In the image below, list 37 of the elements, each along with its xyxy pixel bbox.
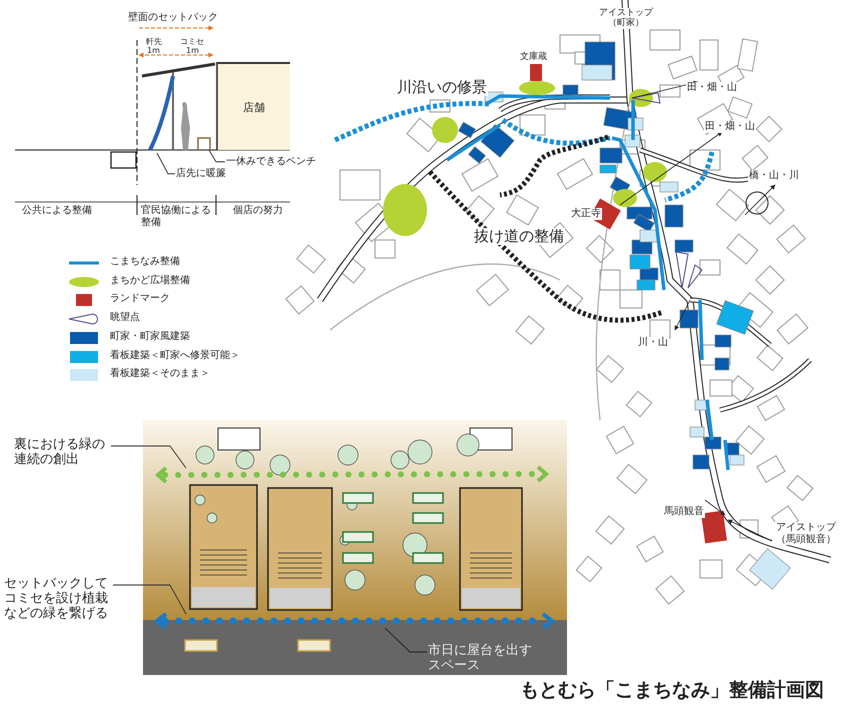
callout-text: 一休みできるベンチ xyxy=(226,156,316,168)
legend-text: まちかど広場整備 xyxy=(110,274,190,286)
legend-text: こまちなみ整備 xyxy=(110,256,180,268)
store-box xyxy=(216,62,290,150)
map-label: 川・山 xyxy=(637,337,669,348)
map-label: 田・畑・山 xyxy=(704,121,756,132)
legend-text: 町家・町家風建築 xyxy=(110,330,190,342)
map-label: 川沿いの修景 xyxy=(396,79,488,96)
legend-text: ランドマーク xyxy=(110,293,170,305)
diagram-title: もとむら「こまちなみ」整備計画図 xyxy=(520,680,824,702)
bench-drawing xyxy=(197,137,211,150)
map-label: 文庫蔵 xyxy=(519,52,548,62)
map-label: 田・畑・山 xyxy=(686,82,738,94)
dimension-value: 1m xyxy=(186,46,199,56)
zone-label: 官民協働による整備 xyxy=(141,205,211,228)
dimension-text: 軒先 xyxy=(146,37,162,46)
legend-text: 眺望点 xyxy=(110,312,140,324)
legend-text: 看板建築＜そのまま＞ xyxy=(110,368,210,380)
leader-line xyxy=(384,628,428,652)
map-label: 橋・山・川 xyxy=(748,170,800,182)
map-label: 抜け道の整備 xyxy=(473,228,565,246)
leader-line xyxy=(110,446,186,468)
dimension-text: 壁面のセットバック xyxy=(128,12,219,24)
leader-line xyxy=(156,152,176,174)
map-label: 馬頭観音 xyxy=(663,506,705,518)
zone-label: 個店の努力 xyxy=(233,205,283,216)
dimension-text: コミセ xyxy=(180,37,204,46)
map-label: 大正寺 xyxy=(570,208,602,220)
dimension-value: 1m xyxy=(147,46,160,56)
leader-line xyxy=(112,584,186,614)
zone-label: 公共による整備 xyxy=(22,205,92,216)
legend-text: 看板建築＜町家へ修景可能＞ xyxy=(110,350,240,361)
callout-text: セットバックしてコミセを設け植栽などの緑を繋げる xyxy=(4,577,112,622)
callout-text: 店先に暖簾 xyxy=(176,168,226,180)
leader-line xyxy=(208,150,226,162)
store-label: 店舗 xyxy=(243,100,265,114)
callout-text: 裏における緑の連続の創出 xyxy=(14,438,110,468)
